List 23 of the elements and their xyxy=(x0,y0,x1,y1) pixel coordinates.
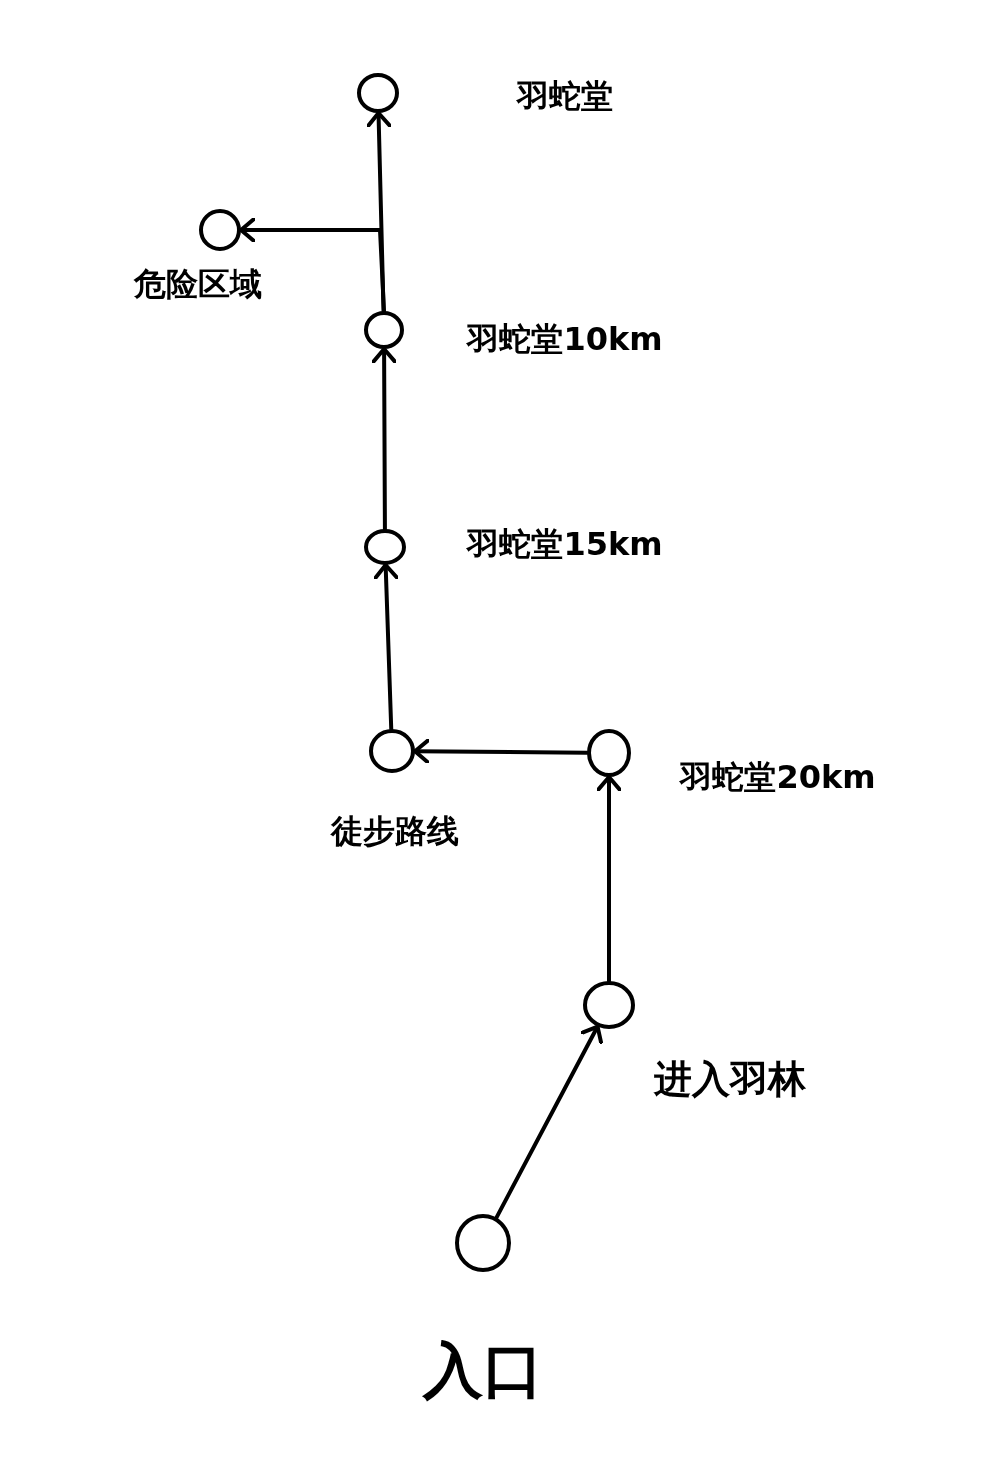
arrow xyxy=(413,738,589,765)
node-caption: 羽蛇堂15km xyxy=(467,527,663,563)
circle-node xyxy=(455,1214,511,1272)
arrow xyxy=(365,111,392,313)
arrow xyxy=(371,347,398,531)
circle-node xyxy=(199,209,241,251)
node-caption: 羽蛇堂10km xyxy=(467,322,663,358)
node-caption: 徒步路线 xyxy=(331,814,459,850)
node-caption: 羽蛇堂 xyxy=(517,79,613,115)
circle-node xyxy=(369,729,415,773)
node-caption: 危险区域 xyxy=(134,267,262,303)
node-caption: 进入羽林 xyxy=(654,1059,806,1101)
circle-node xyxy=(364,529,406,565)
circle-node xyxy=(357,73,399,113)
arrow xyxy=(494,1024,604,1220)
circle-node xyxy=(364,311,404,349)
arrow xyxy=(239,217,386,313)
circle-node xyxy=(583,981,635,1029)
arrow xyxy=(373,563,400,731)
arrow xyxy=(596,775,622,983)
node-caption: 入口 xyxy=(423,1337,543,1403)
circle-node xyxy=(587,729,631,777)
node-caption: 羽蛇堂20km xyxy=(680,760,876,796)
